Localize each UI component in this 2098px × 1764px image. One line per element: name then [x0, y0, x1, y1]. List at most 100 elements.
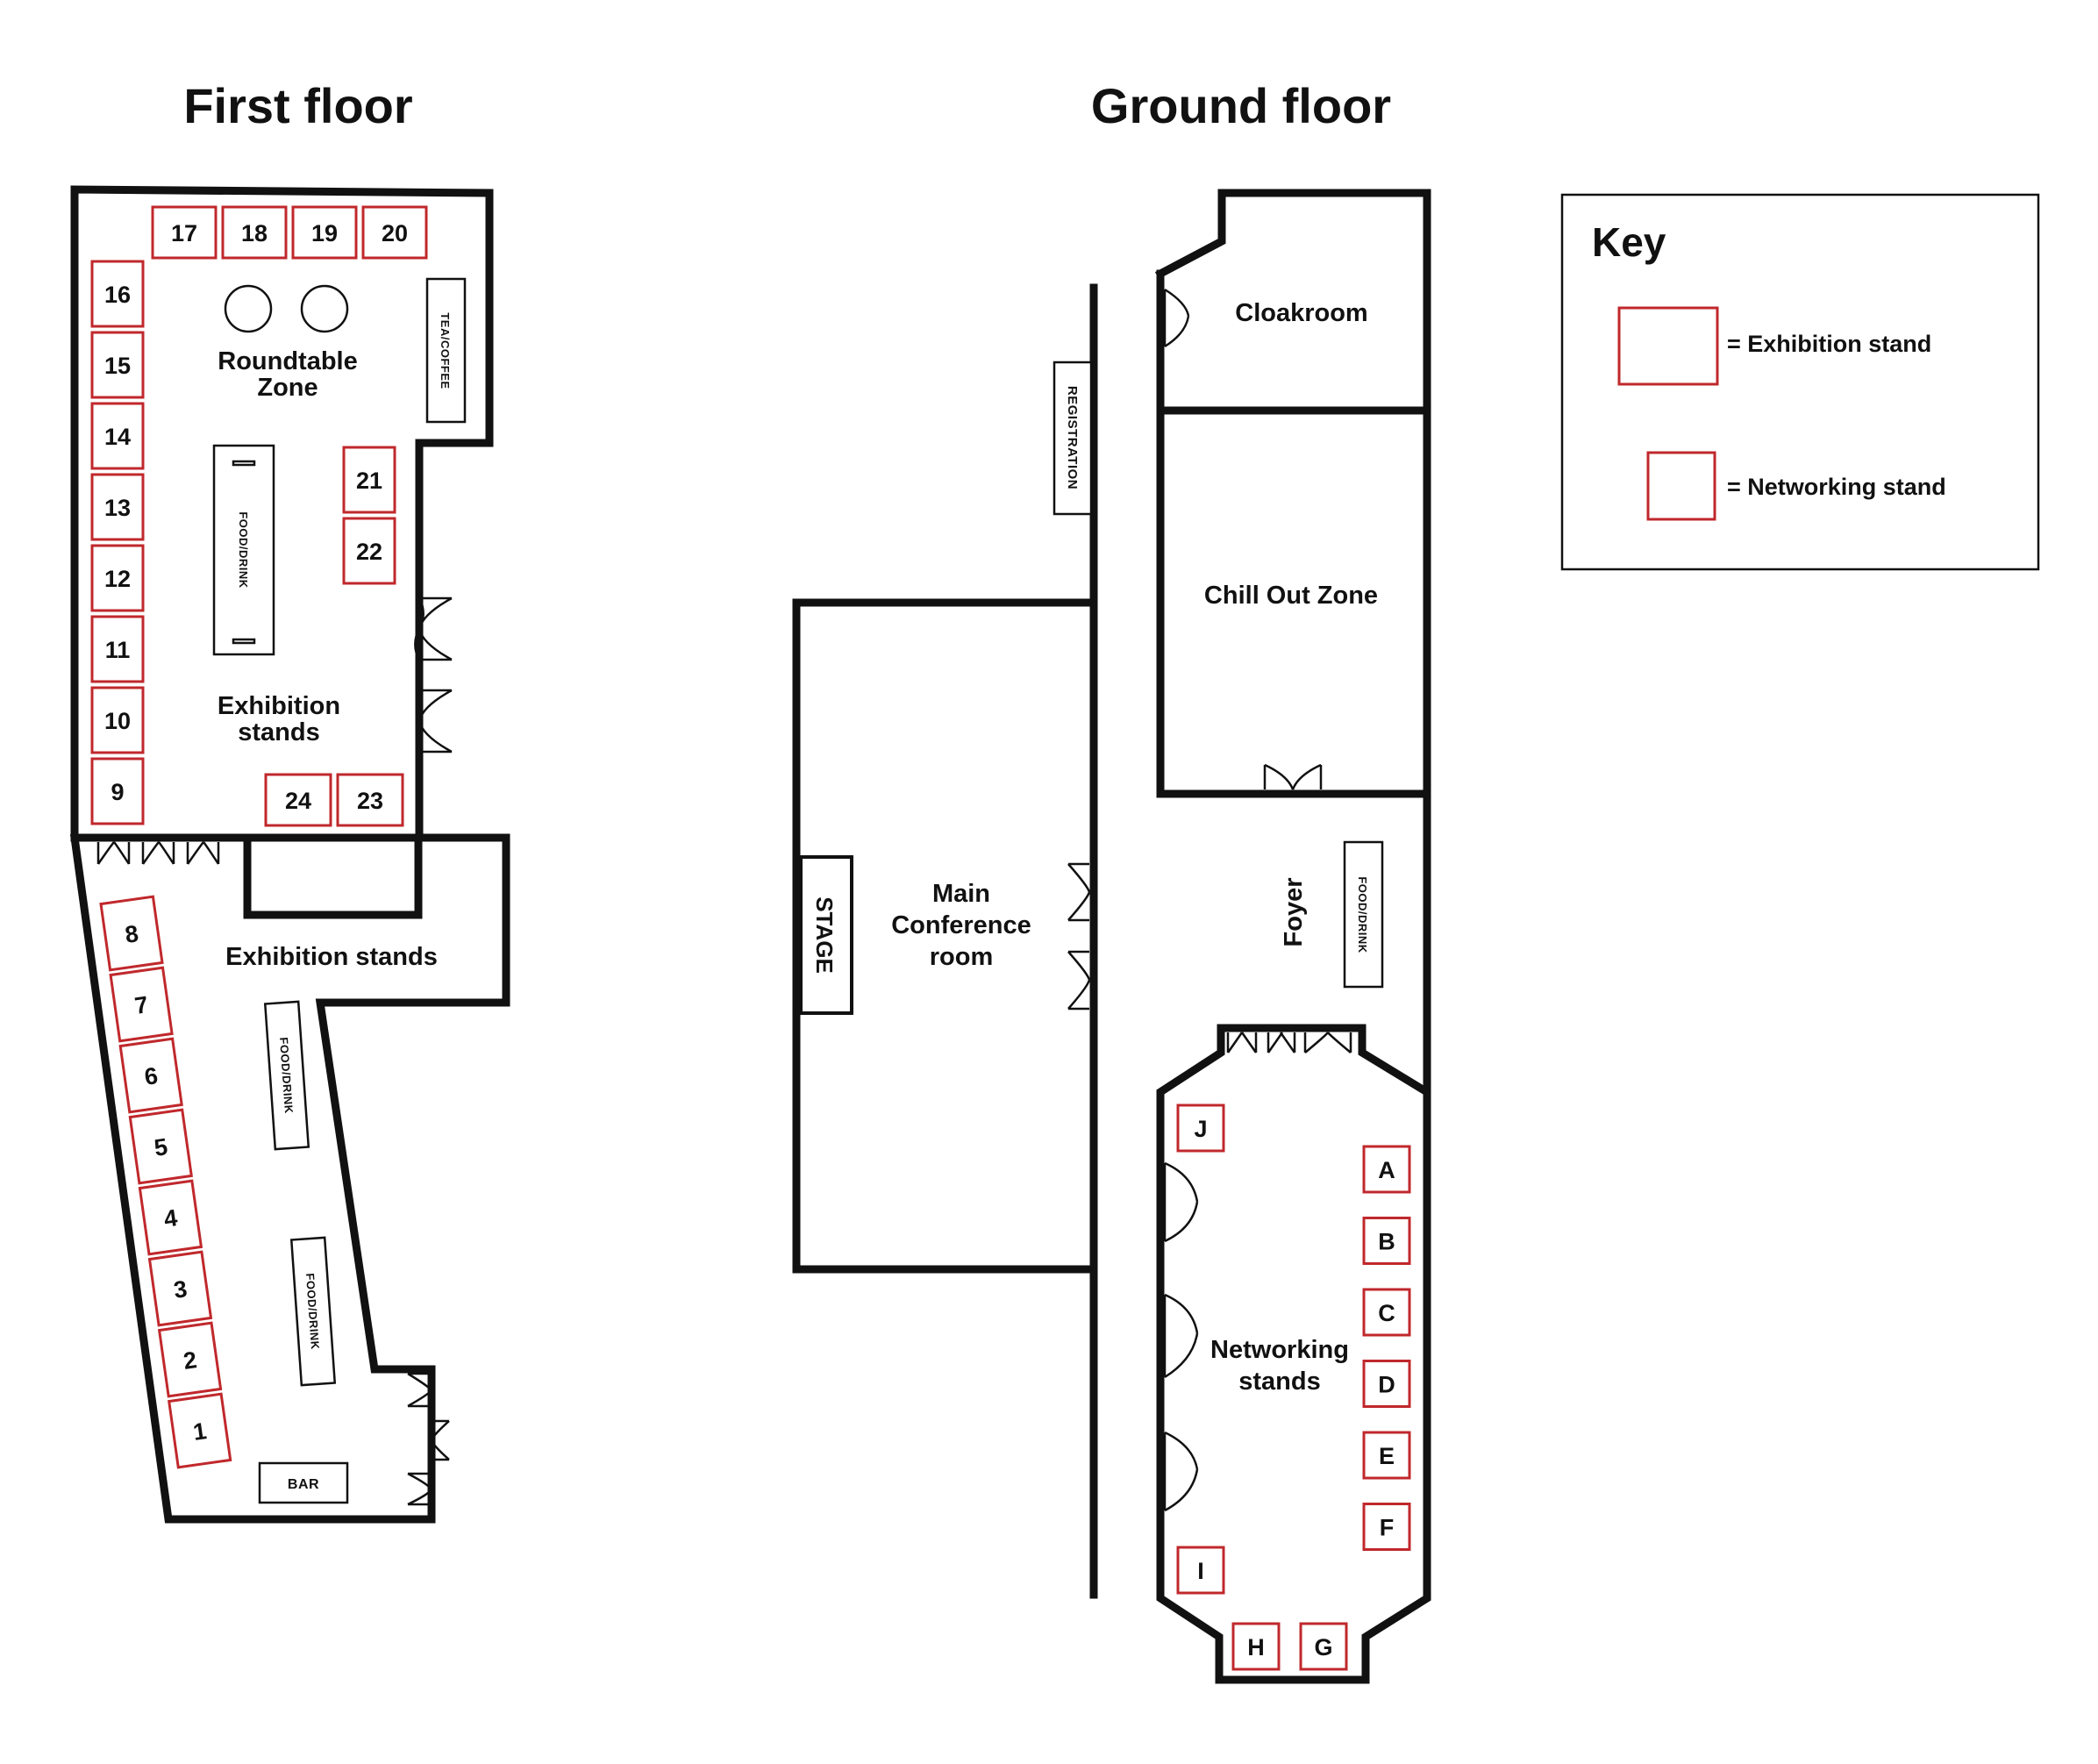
stand-J: J — [1176, 1103, 1225, 1153]
roundtable-2 — [300, 284, 349, 333]
first-floor-small-room — [243, 833, 423, 919]
stand-4-box — [138, 1179, 203, 1256]
stand-19-box — [291, 205, 358, 260]
stand-21: 21 — [342, 446, 396, 514]
stand-6: 6 — [118, 1037, 183, 1114]
stand-9: 9 — [90, 757, 145, 825]
stand-B-label: B — [1378, 1229, 1395, 1255]
stand-8-box — [99, 895, 164, 972]
doors-networking-left — [1163, 1161, 1199, 1512]
stand-22-label: 22 — [356, 539, 382, 565]
food-drink-lower-label-1: FOOD/DRINK — [277, 1037, 296, 1114]
stand-10: 10 — [90, 686, 145, 754]
stand-4: 4 — [138, 1179, 203, 1256]
stand-12: 12 — [90, 544, 145, 612]
door-upper-right-2 — [417, 689, 453, 753]
stand-7-box — [109, 966, 174, 1043]
doors-chill-out — [1263, 763, 1323, 790]
stand-H-label: H — [1247, 1634, 1265, 1660]
stand-24: 24 — [264, 773, 332, 827]
stand-19: 19 — [291, 205, 358, 260]
stand-6-label: 6 — [143, 1062, 160, 1090]
doors-networking-top — [1226, 1032, 1352, 1053]
food-drink-table-lower-2 — [289, 1236, 337, 1387]
bar-counter — [258, 1461, 349, 1504]
stand-J-label: J — [1194, 1116, 1207, 1142]
stand-5-label: 5 — [153, 1133, 169, 1161]
stand-15-box — [90, 331, 145, 399]
stand-G-box — [1299, 1622, 1348, 1671]
stand-20-box — [361, 205, 428, 260]
key-networking-swatch — [1646, 451, 1716, 521]
stand-15-label: 15 — [104, 353, 131, 379]
stand-16: 16 — [90, 260, 145, 328]
stand-20-label: 20 — [382, 220, 408, 246]
stand-20: 20 — [361, 205, 428, 260]
stand-8: 8 — [99, 895, 164, 972]
food-drink-table-upper — [212, 444, 275, 656]
networking-label-1: Networking — [1210, 1336, 1349, 1364]
stand-22-box — [342, 517, 396, 585]
stand-7: 7 — [109, 966, 174, 1043]
registration-desk — [1053, 361, 1093, 516]
stand-1-label: 1 — [191, 1418, 208, 1446]
key-exhibition-swatch — [1617, 306, 1719, 386]
stand-12-box — [90, 544, 145, 612]
stand-11: 11 — [90, 615, 145, 683]
stand-7-label: 7 — [133, 991, 150, 1019]
stand-C-box — [1362, 1288, 1411, 1337]
stand-5: 5 — [128, 1108, 193, 1185]
main-conference-label-3: room — [930, 943, 994, 971]
stand-17-box — [151, 205, 218, 260]
foyer-label: Foyer — [1280, 878, 1308, 947]
chill-out-label: Chill Out Zone — [1204, 582, 1378, 610]
stand-16-label: 16 — [104, 282, 131, 308]
stand-B-box — [1362, 1217, 1411, 1265]
stand-J-box — [1176, 1103, 1225, 1153]
first-floor-title: First floor — [183, 78, 412, 133]
stand-22: 22 — [342, 517, 396, 585]
stand-21-label: 21 — [356, 468, 382, 494]
stand-12-label: 12 — [104, 566, 131, 592]
stand-11-box — [90, 615, 145, 683]
stand-I-box — [1176, 1546, 1225, 1595]
stand-A-label: A — [1378, 1157, 1395, 1183]
exhibition-lower-label: Exhibition stands — [225, 943, 438, 971]
cloakroom-label: Cloakroom — [1235, 299, 1367, 327]
stand-15: 15 — [90, 331, 145, 399]
networking-walls — [1156, 1024, 1431, 1684]
stand-16-box — [90, 260, 145, 328]
stand-E-label: E — [1379, 1443, 1395, 1469]
main-conference-label-2: Conference — [891, 911, 1031, 939]
first-floor-plan: Roundtable Zone Exhibition stands Exhibi… — [69, 185, 510, 1524]
chill-out-walls — [1156, 406, 1431, 798]
roundtable-1 — [224, 284, 273, 333]
stand-H: H — [1231, 1622, 1281, 1671]
stand-6-box — [118, 1037, 183, 1114]
ground-floor-plan: REGISTRATION STAGE FOOD/DRINK Cloakroom … — [792, 189, 1431, 1684]
stand-5-box — [128, 1108, 193, 1185]
stand-E-box — [1362, 1431, 1411, 1480]
food-drink-foyer-label: FOOD/DRINK — [1356, 876, 1369, 953]
stand-10-box — [90, 686, 145, 754]
stand-9-box — [90, 757, 145, 825]
stand-11-label: 11 — [105, 637, 131, 663]
stand-1-box — [168, 1392, 232, 1469]
stand-18-label: 18 — [241, 220, 268, 246]
stand-D-label: D — [1378, 1372, 1395, 1398]
stand-2-box — [157, 1321, 223, 1398]
stand-13-box — [90, 473, 145, 541]
stand-I-label: I — [1197, 1558, 1204, 1584]
stand-18: 18 — [221, 205, 288, 260]
stand-3-label: 3 — [172, 1275, 189, 1303]
doors-main-conference — [1067, 862, 1091, 1011]
stand-C: C — [1362, 1288, 1411, 1337]
stand-18-box — [221, 205, 288, 260]
key-exhibition-label: = Exhibition stand — [1727, 331, 1931, 357]
stand-2-label: 2 — [182, 1346, 198, 1375]
stand-17-label: 17 — [171, 220, 197, 246]
stand-14-box — [90, 402, 145, 470]
